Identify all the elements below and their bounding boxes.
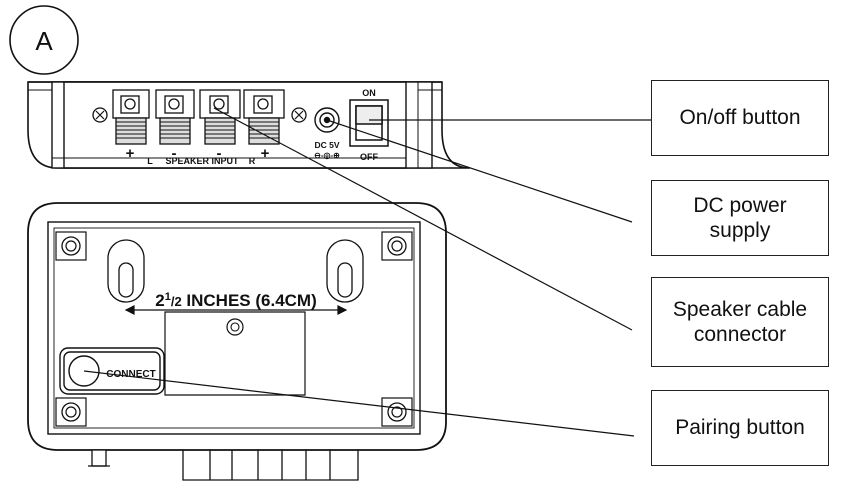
callout-pairing-text: Pairing button [675,416,805,440]
leader-speaker [213,107,633,331]
leader-lines [83,107,651,437]
rear-panel [27,81,471,169]
leader-dc-power [326,119,633,223]
speaker-input-label: SPEAKER INPUT [165,156,239,166]
dimension-label: 21/2 INCHES (6.4CM) [155,291,317,310]
rear-panel-labels: + - - + L SPEAKER INPUT R DC 5V ⊖-◎-⊕ ON… [126,88,379,166]
corner-screw-bottom-left-icon [55,397,87,427]
cable-stub [88,449,110,467]
dimension-line [124,305,348,315]
switch-off-label: OFF [360,152,378,162]
screw-right-icon [291,107,307,123]
keyhole-left-icon [107,239,145,303]
dc-voltage-label: DC 5V [314,140,339,150]
callout-dc-power-line2: supply [709,219,771,242]
callout-on-off: On/off button [651,80,829,156]
terminal-minus-left: - [172,145,177,162]
bottom-fins [182,450,359,481]
callout-dc-power-line1: DC power [693,193,787,217]
screw-left-icon [92,107,108,123]
leader-pairing [83,370,635,437]
corner-screw-top-right-icon [381,231,413,261]
switch-on-label: ON [362,88,376,98]
terminal-plus-right: + [261,145,270,162]
callout-pairing: Pairing button [651,390,829,466]
connect-label: CONNECT [106,369,155,380]
callout-dc-power: DC power supply [651,180,829,256]
keyhole-right-icon [326,239,364,303]
right-channel-label: R [249,156,256,166]
corner-screw-bottom-right-icon [381,397,413,427]
corner-screw-top-left-icon [55,231,87,261]
dc-polarity-label: ⊖-◎-⊕ [314,151,340,160]
callout-speaker-cable: Speaker cable connector [651,277,829,367]
callout-speaker-line2: connector [693,323,787,346]
figure-label: A [35,26,53,56]
callout-on-off-text: On/off button [679,106,801,130]
left-channel-label: L [147,156,153,166]
terminal-plus-left: + [126,145,135,162]
callout-speaker-line1: Speaker cable [672,297,808,321]
terminal-minus-right: - [217,145,222,162]
speaker-terminals [112,89,285,145]
bottom-view [27,202,447,481]
center-screw-icon [226,318,244,336]
figure-label-badge: A [9,5,79,75]
label-plate [164,311,306,396]
